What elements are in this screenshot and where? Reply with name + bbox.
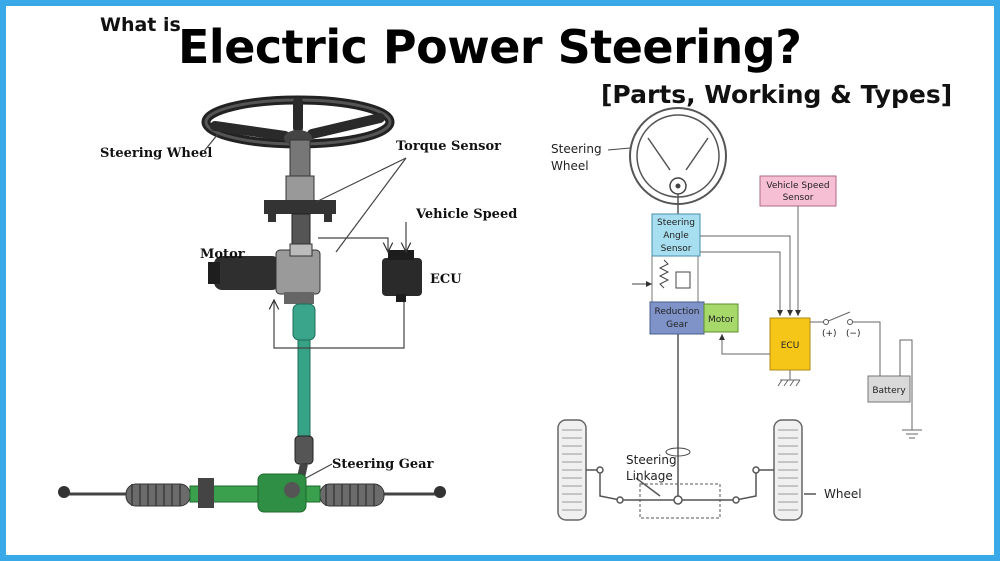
ecu-illustration	[382, 250, 422, 302]
schematic-wheel-left	[557, 419, 587, 521]
page-subtitle: [Parts, Working & Types]	[601, 80, 953, 109]
label-reduction-gear-1: Reduction	[655, 307, 700, 317]
vehicle-speed-sensor-box	[759, 175, 837, 207]
intermediate-shaft	[292, 303, 316, 483]
label-steering-angle-sensor-2: Angle	[663, 231, 689, 241]
page-frame: What is Electric Power Steering? [Parts,…	[6, 6, 994, 555]
title-prefix: What is	[100, 14, 181, 36]
schematic-wheel-right	[773, 419, 803, 521]
steering-rack	[58, 473, 446, 513]
ecu-box	[769, 317, 811, 371]
label-ecu-left: ECU	[430, 272, 462, 287]
rotation-indicator-icon	[665, 447, 691, 457]
label-battery: Battery	[872, 386, 906, 396]
label-reduction-gear-2: Gear	[666, 320, 688, 330]
steering-wheel-illustration	[201, 95, 395, 149]
torque-element	[632, 255, 699, 305]
label-motor-right: Motor	[708, 315, 734, 325]
label-vehicle-speed-sensor-1: Vehicle Speed	[766, 181, 829, 191]
label-minus: (−)	[846, 329, 861, 339]
schematic-steering-wheel	[607, 107, 727, 205]
motor-box	[703, 303, 739, 333]
label-steering-angle-sensor-3: Sensor	[661, 244, 692, 254]
label-steering-wheel-right-1: Steering	[551, 142, 602, 156]
label-steering-linkage-2: Linkage	[626, 469, 673, 483]
label-vehicle-speed-sensor-2: Sensor	[783, 193, 814, 203]
steering-angle-sensor-box	[651, 213, 701, 257]
left-signal-wires	[204, 133, 406, 479]
label-steering-wheel-left: Steering Wheel	[100, 146, 212, 161]
battery-box	[867, 375, 911, 403]
motor-illustration	[208, 243, 321, 304]
label-ecu-right: ECU	[781, 341, 800, 351]
right-diagram: Steering Wheel Vehicle Speed Sensor Stee…	[551, 107, 922, 521]
label-plus: (+)	[822, 329, 837, 339]
page-title: Electric Power Steering?	[178, 20, 802, 74]
steering-linkage	[586, 466, 816, 519]
reduction-gear-box	[649, 301, 705, 335]
label-wheel: Wheel	[824, 487, 862, 501]
label-steering-angle-sensor-1: Steering	[657, 218, 695, 228]
label-steering-linkage-1: Steering	[626, 453, 677, 467]
label-steering-gear: Steering Gear	[332, 457, 434, 472]
label-vehicle-speed: Vehicle Speed	[415, 207, 517, 222]
label-torque-sensor: Torque Sensor	[396, 139, 501, 154]
switch-contact-icon	[823, 319, 829, 325]
label-steering-wheel-right-2: Wheel	[551, 159, 589, 173]
switch-contact-icon	[847, 319, 853, 325]
label-motor-left: Motor	[200, 247, 245, 262]
schematic-wires	[700, 206, 922, 439]
left-diagram: Steering Wheel Torque Sensor Vehicle Spe…	[58, 95, 517, 513]
